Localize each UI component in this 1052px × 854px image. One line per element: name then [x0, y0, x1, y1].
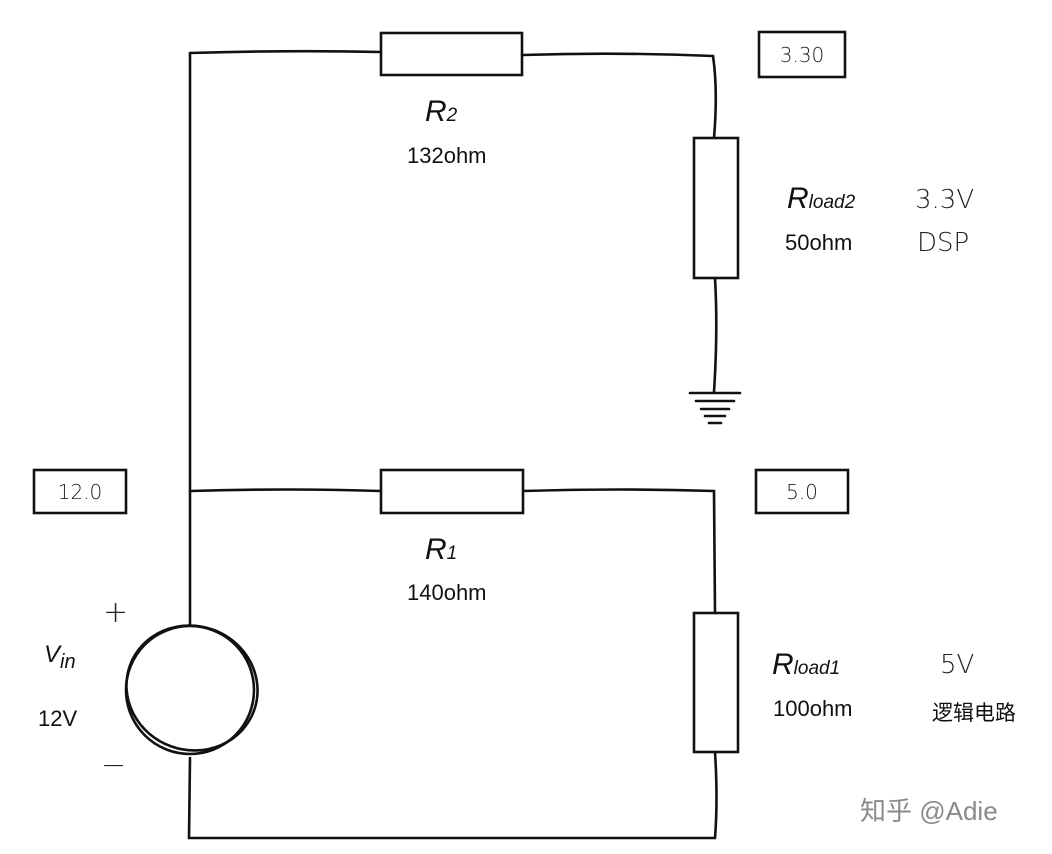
rload1-label: Rload1	[772, 648, 840, 681]
voltage-source-icon	[124, 624, 259, 756]
top-wire-left	[188, 49, 382, 55]
probe-mid-value: 5.0	[786, 480, 818, 504]
r1-value: 140ohm	[407, 580, 487, 605]
rload1-bottom-wire	[713, 750, 718, 840]
r1-label: R1	[425, 533, 457, 566]
r2-label: R2	[425, 95, 458, 128]
probe-input-value: 12.0	[58, 480, 103, 504]
r2-value: 132ohm	[407, 143, 487, 168]
probe-box-top	[757, 30, 847, 79]
rload2-desc: DSP	[917, 228, 969, 258]
probe-box-mid	[754, 468, 850, 515]
rload2-label: Rload2	[787, 182, 856, 215]
probe-top-value: 3.30	[780, 43, 825, 67]
resistor-rload1	[692, 611, 740, 754]
top-wire-right	[520, 52, 718, 140]
bottom-wire	[187, 756, 717, 840]
rload2-value: 50ohm	[785, 230, 852, 255]
rload1-voltage: 5V	[940, 650, 974, 680]
resistor-r2	[379, 31, 524, 77]
plus-sign: +	[103, 595, 128, 630]
resistor-rload2	[692, 136, 740, 280]
mid-wire-left	[188, 488, 382, 493]
vin-value: 12V	[38, 706, 77, 731]
mid-wire-right	[521, 488, 717, 615]
probe-box-input	[32, 468, 128, 515]
resistor-r1	[379, 468, 525, 515]
watermark: 知乎 @Adie	[860, 796, 998, 826]
minus-sign: −	[101, 748, 126, 783]
rload1-desc: 逻辑电路	[932, 702, 1016, 725]
wires	[187, 49, 718, 840]
rload2-ground-wire	[712, 276, 718, 394]
rload2-voltage: 3.3V	[915, 185, 974, 215]
ground-icon	[688, 391, 742, 425]
rload1-value: 100ohm	[773, 696, 853, 721]
vin-label: Vin	[44, 641, 76, 673]
